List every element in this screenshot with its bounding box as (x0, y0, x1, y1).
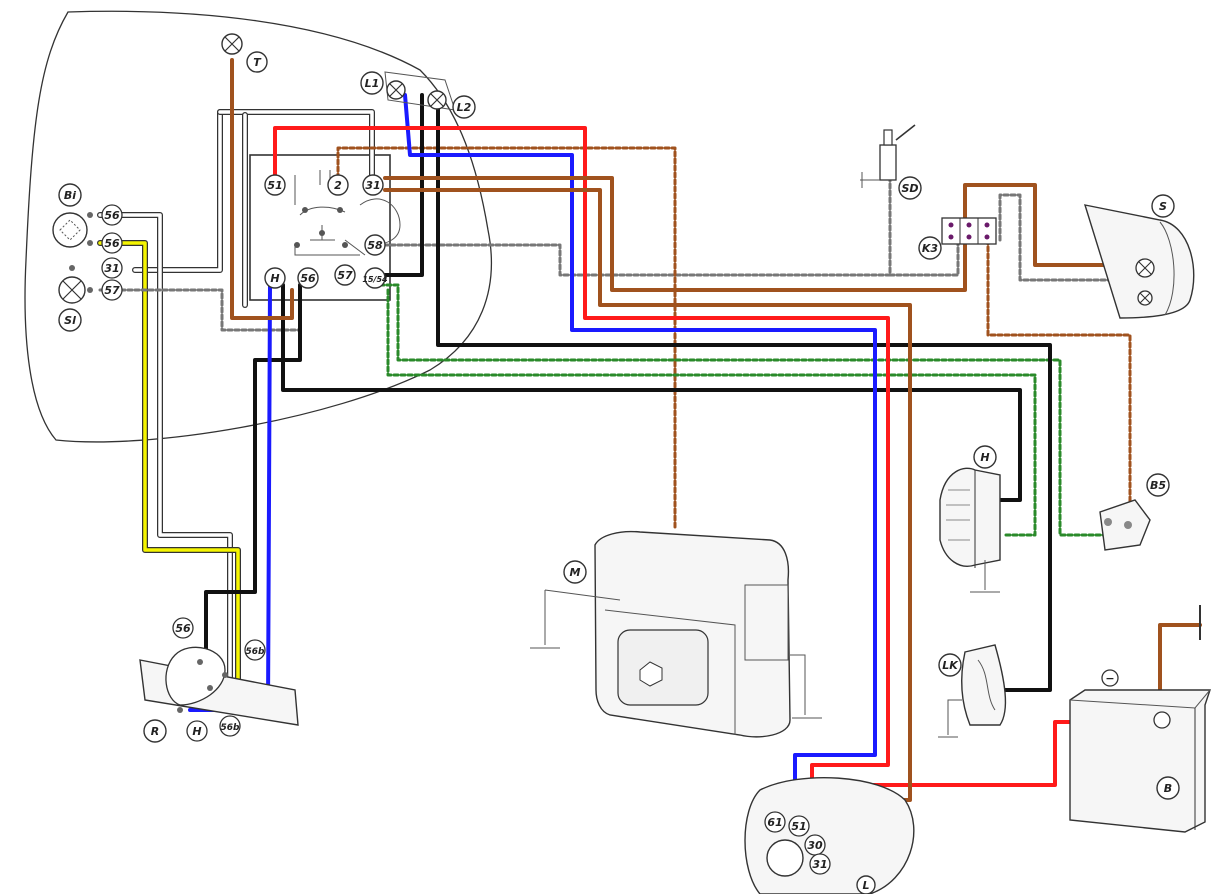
lamp-l2: L2 (427, 90, 476, 119)
svg-text:B5: B5 (1150, 479, 1166, 492)
svg-text:56b: 56b (246, 647, 266, 657)
svg-text:Sl: Sl (64, 314, 76, 327)
svg-text:56: 56 (104, 209, 120, 222)
svg-text:L2: L2 (457, 101, 472, 114)
svg-text:L: L (862, 879, 869, 892)
svg-text:56: 56 (300, 272, 316, 285)
wire-white (97, 109, 375, 683)
svg-text:H: H (980, 451, 989, 464)
svg-text:51: 51 (267, 179, 282, 192)
svg-text:15/54: 15/54 (362, 275, 388, 284)
headlamp-bi: Bi (52, 183, 88, 248)
svg-text:K3: K3 (922, 242, 939, 255)
horn-h: H (939, 445, 1001, 593)
component-b5: B5 (1099, 473, 1170, 551)
svg-text:57: 57 (104, 284, 120, 297)
svg-text:Bi: Bi (64, 189, 76, 202)
svg-text:58: 58 (367, 239, 383, 252)
svg-text:2: 2 (334, 179, 342, 192)
svg-text:H: H (192, 725, 201, 738)
svg-text:56: 56 (104, 237, 120, 250)
lamp-t: T (221, 33, 268, 73)
svg-text:L1: L1 (365, 77, 380, 90)
svg-text:LK: LK (942, 659, 959, 672)
svg-text:31: 31 (365, 179, 380, 192)
terminal-15-54 (364, 267, 386, 289)
terminal-31 (362, 174, 384, 196)
svg-text:56b: 56b (221, 723, 241, 733)
brake-switch-sd: SD (860, 124, 922, 200)
svg-text:56: 56 (175, 622, 191, 635)
switch-internals (294, 170, 401, 256)
svg-text:31: 31 (104, 262, 119, 275)
terminal-2 (327, 174, 349, 196)
svg-text:H: H (270, 272, 279, 285)
generator-l: 61 51 30 31 L (744, 777, 915, 894)
switch-terminals: 51 2 31 58 H 56 57 15/54 (264, 174, 388, 289)
wire-grey-dashed (98, 178, 1152, 332)
svg-text:M: M (570, 566, 581, 579)
handlebar-switch-r: 56 56b 56b H R (139, 617, 299, 743)
svg-text:57: 57 (337, 269, 353, 282)
svg-text:30: 30 (807, 839, 823, 852)
headlamp-terminals: 56 56 31 57 (69, 204, 123, 301)
svg-text:S: S (1159, 200, 1167, 213)
terminal-56 (297, 267, 319, 289)
wire-brown-dashed (336, 146, 1132, 532)
svg-text:−: − (1105, 672, 1114, 685)
svg-text:B: B (1164, 782, 1172, 795)
wire-green-dashed (378, 283, 1107, 537)
terminal-57 (334, 264, 356, 286)
tail-lamp-s: S (1083, 194, 1195, 319)
connector-k3: K3 (918, 217, 997, 260)
terminal-58 (364, 234, 386, 256)
svg-text:T: T (253, 56, 262, 69)
wire-yellow (97, 240, 241, 693)
terminal-51 (264, 174, 286, 196)
svg-text:SD: SD (901, 182, 918, 195)
svg-text:51: 51 (791, 820, 806, 833)
terminal-h (264, 267, 286, 289)
svg-text:61: 61 (767, 816, 782, 829)
headlamp-sl: Sl (58, 276, 86, 332)
motor-m: M (530, 530, 822, 738)
svg-text:R: R (151, 725, 159, 738)
battery-b: − B (1069, 605, 1211, 833)
component-lk: LK (938, 644, 1007, 738)
svg-text:31: 31 (812, 858, 827, 871)
